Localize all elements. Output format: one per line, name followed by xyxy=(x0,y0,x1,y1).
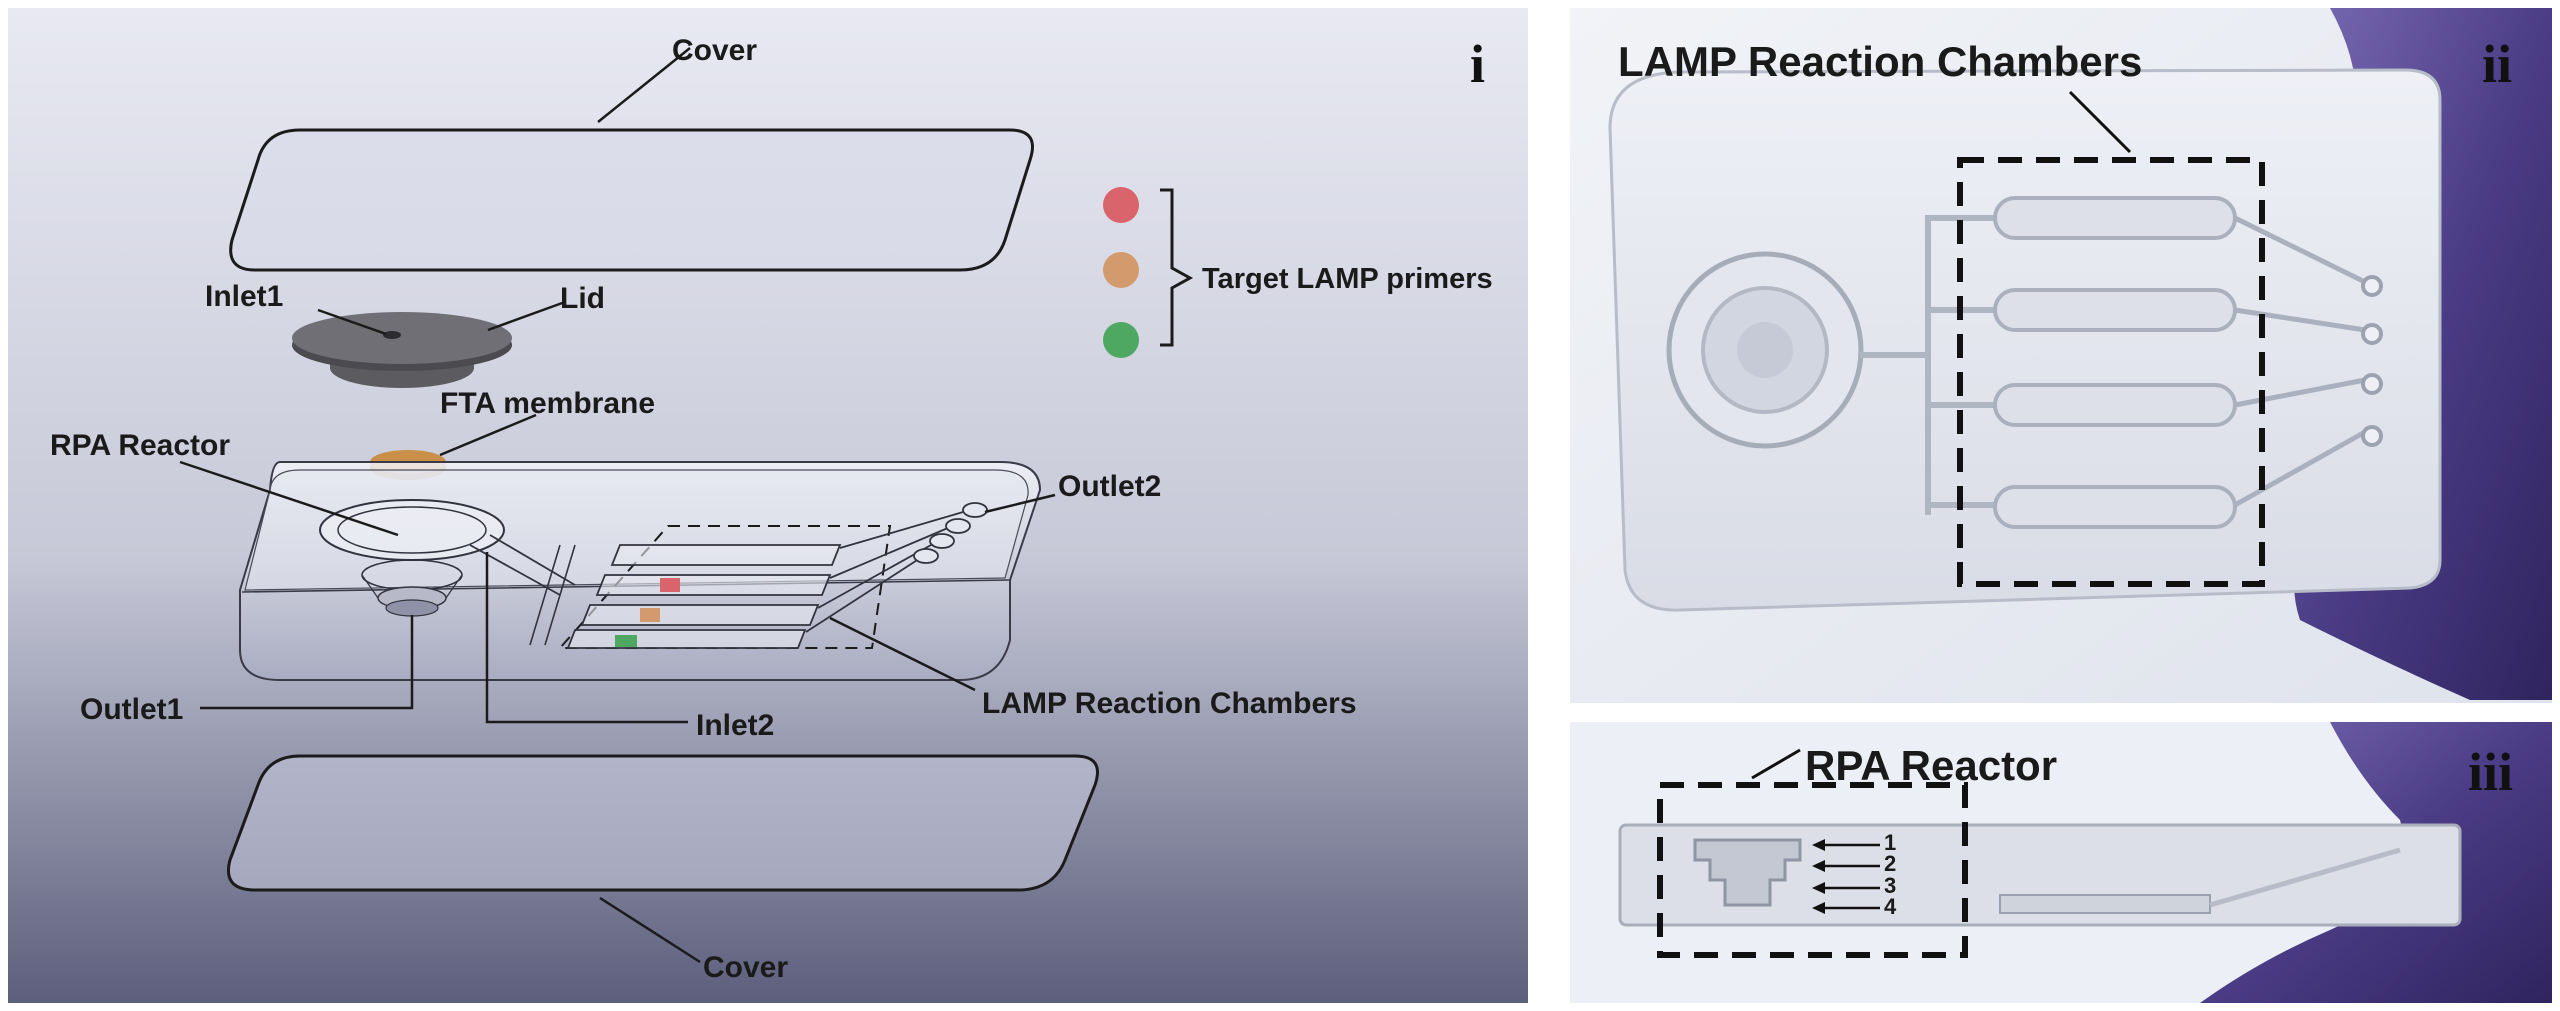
rpa-leader xyxy=(179,460,399,537)
primer-dot-green xyxy=(1103,322,1139,358)
panel-ii: LAMP Reaction Chambers ii xyxy=(1570,8,2552,703)
layer-3: 3 xyxy=(1884,873,1896,898)
chambers-photo xyxy=(1993,196,2237,529)
chip-body xyxy=(239,461,1042,681)
cover-top-leader xyxy=(597,47,691,123)
outlet2-leader xyxy=(984,493,1056,514)
layer-4: 4 xyxy=(1884,894,1897,919)
outlet2-label: Outlet2 xyxy=(1058,470,1161,503)
lid xyxy=(292,312,512,388)
lamp-photo-leader xyxy=(2068,90,2132,154)
primer-dot-orange xyxy=(1103,252,1139,288)
bottom-cover xyxy=(227,754,1099,892)
lamp-dashed-box xyxy=(1957,157,2265,587)
rpa-photo-title: RPA Reactor xyxy=(1805,742,2057,789)
top-cover xyxy=(229,128,1034,272)
glove-iii xyxy=(2200,722,2552,1003)
outlet1-leader xyxy=(200,615,414,710)
inlet2-leader xyxy=(485,552,688,724)
cover-top-label: Cover xyxy=(672,34,757,67)
panel-i-label: i xyxy=(1470,34,1485,94)
lamp-label: LAMP Reaction Chambers xyxy=(982,687,1357,720)
target-primers-label: Target LAMP primers xyxy=(1202,263,1493,295)
primer-dot-red xyxy=(1103,187,1139,223)
panel-iii: RPA Reactor 1 2 3 4 iii xyxy=(1570,722,2552,1003)
lamp-photo-title: LAMP Reaction Chambers xyxy=(1618,38,2142,85)
panel-iii-label: iii xyxy=(2468,742,2513,802)
lamp-leader xyxy=(829,616,976,692)
rpa-photo-leader xyxy=(1751,748,1801,780)
layer-arrows xyxy=(1820,843,1880,910)
rpa-label: RPA Reactor xyxy=(50,429,230,462)
fta-label: FTA membrane xyxy=(440,387,655,420)
outlet1-label: Outlet1 xyxy=(80,693,183,726)
panel-ii-label: ii xyxy=(2482,34,2512,94)
panel-i: Cover Inlet1 Lid Target LAMP primers FTA… xyxy=(8,8,1528,1003)
inlet1-hole xyxy=(383,331,401,339)
cover-bottom-leader xyxy=(599,896,701,964)
rpa-dashed-box xyxy=(1657,782,1968,958)
lid-label: Lid xyxy=(560,282,605,315)
lid-leader xyxy=(487,300,566,332)
primer-bracket xyxy=(1160,188,1194,347)
reactor-side-photo xyxy=(1693,838,1802,907)
chip-side-photo xyxy=(1618,823,2462,927)
cover-bottom-label: Cover xyxy=(703,951,788,984)
inlet1-label: Inlet1 xyxy=(205,280,283,313)
inlet2-label: Inlet2 xyxy=(696,709,774,742)
fta-leader xyxy=(439,413,537,457)
layer-2: 2 xyxy=(1884,851,1896,876)
inlet1-leader xyxy=(317,308,387,336)
layer-1: 1 xyxy=(1884,830,1896,855)
